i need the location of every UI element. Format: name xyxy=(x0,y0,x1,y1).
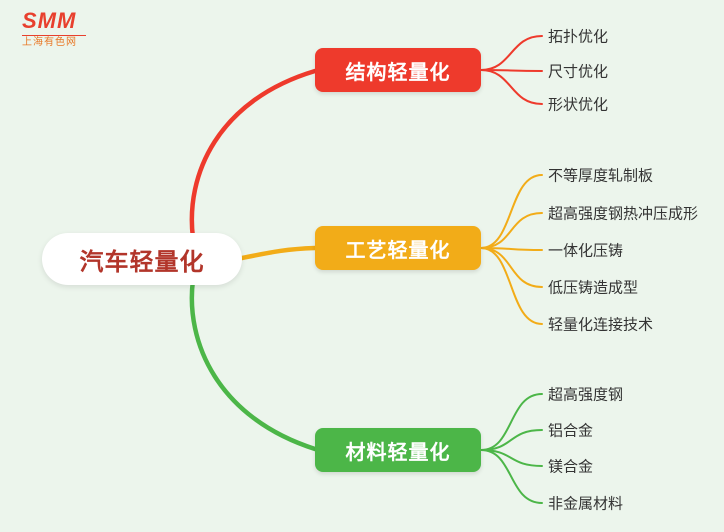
leaf-node[interactable]: 超高强度钢 xyxy=(548,386,624,404)
process-child-connector xyxy=(480,212,543,249)
leaf-node[interactable]: 一体化压铸 xyxy=(548,242,624,260)
structure-child-connector xyxy=(480,35,543,71)
logo-subtitle-text: 上海有色网 xyxy=(22,35,86,48)
process-child-connector xyxy=(480,174,543,249)
leaf-node[interactable]: 形状优化 xyxy=(548,96,609,114)
leaf-node[interactable]: 低压铸造成型 xyxy=(548,279,639,297)
material-child-connector xyxy=(480,429,543,451)
process-child-connector xyxy=(480,247,543,325)
leaf-node[interactable]: 拓扑优化 xyxy=(548,28,609,46)
leaf-node[interactable]: 轻量化连接技术 xyxy=(548,316,654,334)
root-to-structure-connector xyxy=(189,68,318,241)
smm-logo: SMM 上海有色网 xyxy=(22,10,86,48)
branch-process-label: 工艺轻量化 xyxy=(345,239,451,262)
logo-brand-text: SMM xyxy=(22,8,77,33)
root-node-label: 汽车轻量化 xyxy=(79,248,205,276)
root-to-material-connector xyxy=(189,277,318,452)
leaf-node[interactable]: 非金属材料 xyxy=(548,495,624,513)
leaf-node[interactable]: 尺寸优化 xyxy=(548,63,609,81)
process-child-connector xyxy=(480,247,543,288)
root-node[interactable]: 汽车轻量化 xyxy=(42,233,242,285)
branch-node-process[interactable]: 工艺轻量化 xyxy=(315,226,481,270)
structure-child-connector xyxy=(480,69,543,105)
material-child-connector xyxy=(480,449,543,467)
leaf-node[interactable]: 超高强度钢热冲压成形 xyxy=(548,205,699,223)
root-to-process-connector xyxy=(239,245,318,261)
branch-material-label: 材料轻量化 xyxy=(345,441,451,464)
leaf-node[interactable]: 镁合金 xyxy=(548,458,594,476)
material-child-connector xyxy=(480,393,543,451)
branch-node-material[interactable]: 材料轻量化 xyxy=(315,428,481,472)
branch-structure-label: 结构轻量化 xyxy=(345,61,451,84)
leaf-node[interactable]: 不等厚度轧制板 xyxy=(548,167,654,185)
material-child-connector xyxy=(480,449,543,504)
leaf-node[interactable]: 铝合金 xyxy=(548,422,594,440)
branch-node-structure[interactable]: 结构轻量化 xyxy=(315,48,481,92)
